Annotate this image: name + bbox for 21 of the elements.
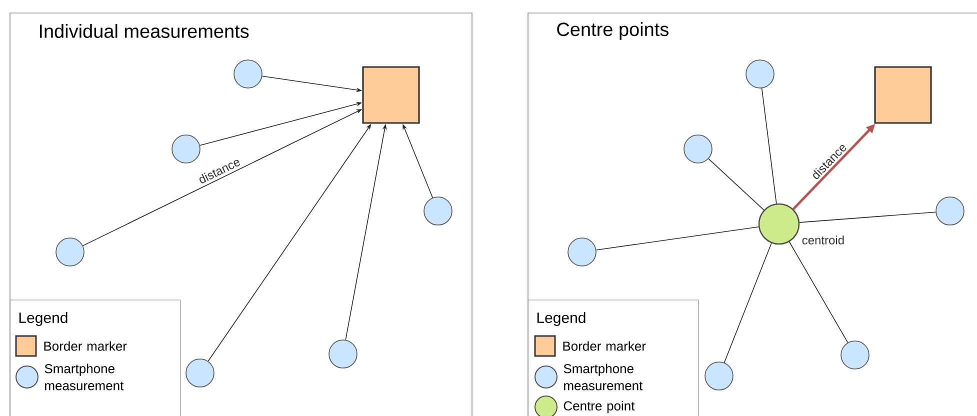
legend-text: Smartphone measurement [564, 364, 643, 390]
measurement-circle [936, 196, 964, 226]
centroid-circle [758, 203, 800, 245]
measurement-circle [186, 358, 214, 388]
legend-text: Centre point [564, 400, 635, 414]
node-caption: centroid [802, 236, 844, 244]
border-marker-square [874, 66, 932, 124]
border-marker-square [362, 66, 420, 124]
measurement-circle [424, 196, 452, 226]
measurement-circle [684, 134, 712, 164]
legend-text: Smartphone measurement [44, 364, 124, 390]
measurement-circle [56, 238, 84, 266]
measurement-circle [568, 238, 596, 266]
measurement-circle [234, 60, 262, 88]
measurement-circle [328, 340, 358, 368]
measurement-circle [172, 134, 200, 164]
legend-text: Border marker [563, 341, 646, 351]
measurement-circle [704, 362, 734, 390]
legend-text: Border marker [44, 341, 127, 351]
measurement-circle [840, 340, 870, 370]
measurement-circle [746, 60, 774, 88]
